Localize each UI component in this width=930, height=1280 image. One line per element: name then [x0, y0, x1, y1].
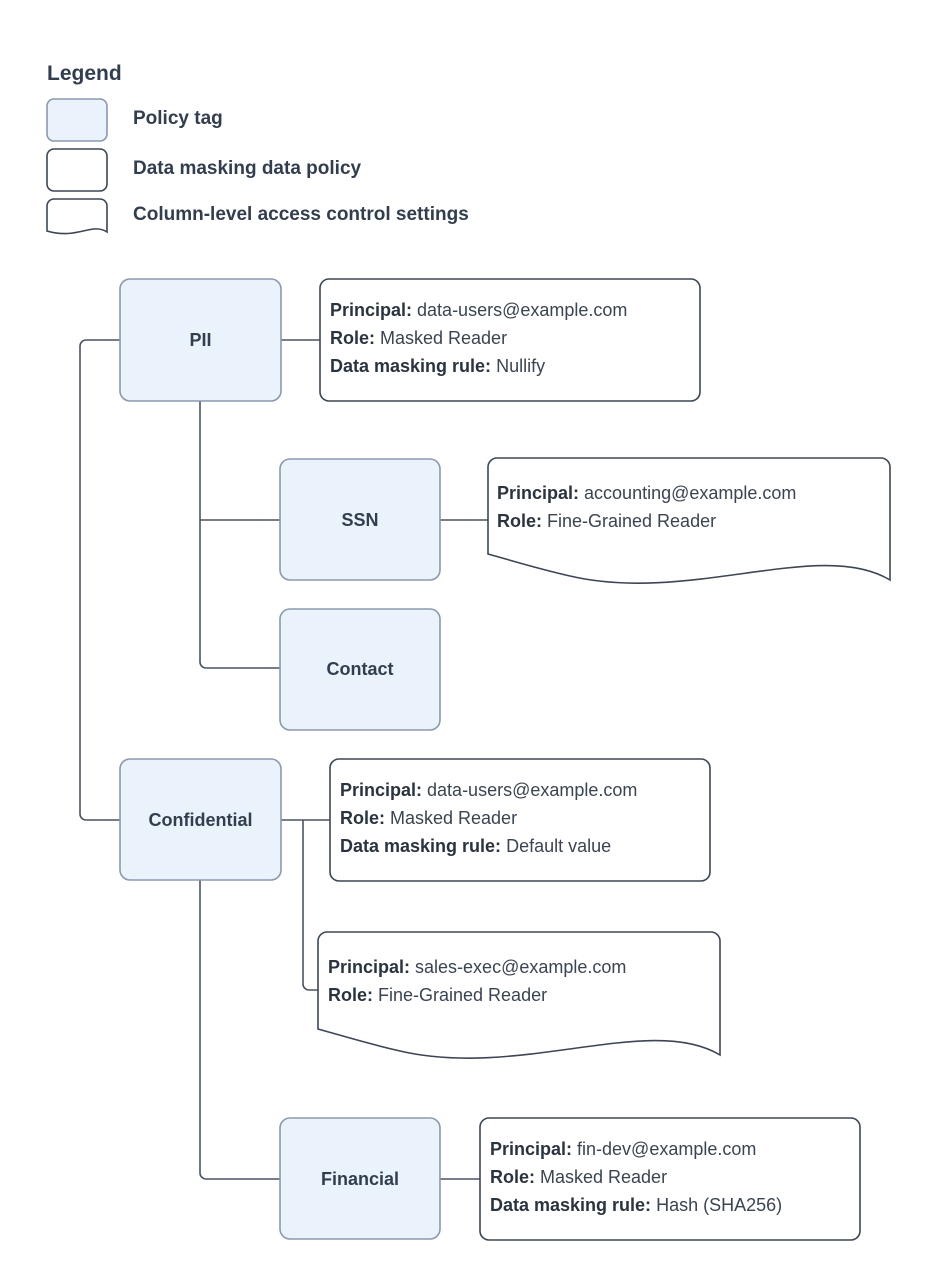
- node-financial[interactable]: Financial: [279, 1117, 441, 1240]
- callout-financial-policy-shape[interactable]: [479, 1117, 861, 1241]
- callout-confidential-access-line-1: Principal: sales-exec@example.com: [328, 957, 626, 977]
- connector-trunk-left: [79, 339, 120, 821]
- node-ssn[interactable]: SSN: [279, 458, 441, 581]
- policy-tag-swatch-icon: [46, 98, 108, 142]
- callout-confidential-policy-shape[interactable]: [329, 758, 711, 882]
- column-access-settings-swatch-icon: [46, 198, 108, 235]
- node-pii-label: PII: [189, 330, 211, 350]
- callout-financial-policy[interactable]: Principal: fin-dev@example.com Role: Mas…: [479, 1117, 861, 1241]
- connector-confidential-to-access: [302, 820, 318, 991]
- callout-ssn-access-line-2: Role: Fine-Grained Reader: [497, 511, 716, 531]
- node-pii[interactable]: PII: [119, 278, 282, 402]
- legend-label-policy-tag: Policy tag: [133, 108, 223, 129]
- callout-confidential-access-shape[interactable]: [317, 931, 721, 1059]
- callout-confidential-policy-line-3: Data masking rule: Default value: [340, 836, 611, 856]
- node-contact-shape[interactable]: [279, 608, 441, 731]
- data-masking-policy-swatch-icon: [46, 148, 108, 192]
- legend-item-data-masking-policy: Data masking data policy: [46, 148, 362, 192]
- legend-title: Legend: [47, 62, 122, 85]
- callout-ssn-access-line-1: Principal: accounting@example.com: [497, 483, 796, 503]
- node-contact-label: Contact: [327, 659, 394, 679]
- callout-confidential-policy[interactable]: Principal: data-users@example.com Role: …: [329, 758, 711, 882]
- callout-confidential-policy-line-2: Role: Masked Reader: [340, 808, 517, 828]
- connector-pii-to-contact: [199, 401, 280, 669]
- callout-confidential-access-line-2: Role: Fine-Grained Reader: [328, 985, 547, 1005]
- node-financial-shape[interactable]: [279, 1117, 441, 1240]
- node-pii-shape[interactable]: [119, 278, 282, 402]
- callout-pii-policy-shape[interactable]: [319, 278, 701, 402]
- connectors: [79, 339, 488, 1180]
- node-contact[interactable]: Contact: [279, 608, 441, 731]
- legend-item-column-access-settings: Column-level access control settings: [46, 198, 469, 235]
- node-financial-label: Financial: [321, 1169, 399, 1189]
- callout-pii-policy-line-2: Role: Masked Reader: [330, 328, 507, 348]
- node-ssn-label: SSN: [341, 510, 378, 530]
- node-ssn-shape[interactable]: [279, 458, 441, 581]
- legend-label-column-access-settings: Column-level access control settings: [133, 204, 469, 225]
- callout-financial-policy-line-2: Role: Masked Reader: [490, 1167, 667, 1187]
- legend-item-policy-tag: Policy tag: [46, 98, 223, 142]
- callout-confidential-policy-line-1: Principal: data-users@example.com: [340, 780, 637, 800]
- callout-ssn-access[interactable]: Principal: accounting@example.com Role: …: [487, 457, 891, 584]
- legend-label-data-masking-policy: Data masking data policy: [133, 158, 362, 179]
- connector-confidential-to-financial: [199, 880, 280, 1180]
- node-confidential-label: Confidential: [149, 810, 253, 830]
- callout-confidential-access[interactable]: Principal: sales-exec@example.com Role: …: [317, 931, 721, 1059]
- node-confidential[interactable]: Confidential: [119, 758, 282, 881]
- callout-ssn-access-shape[interactable]: [487, 457, 891, 584]
- callout-financial-policy-line-3: Data masking rule: Hash (SHA256): [490, 1195, 782, 1215]
- legend: Legend Policy tag Data masking data poli…: [46, 62, 469, 235]
- callout-pii-policy-line-1: Principal: data-users@example.com: [330, 300, 627, 320]
- callout-pii-policy-line-3: Data masking rule: Nullify: [330, 356, 545, 376]
- callout-financial-policy-line-1: Principal: fin-dev@example.com: [490, 1139, 756, 1159]
- callout-pii-policy[interactable]: Principal: data-users@example.com Role: …: [319, 278, 701, 402]
- node-confidential-shape[interactable]: [119, 758, 282, 881]
